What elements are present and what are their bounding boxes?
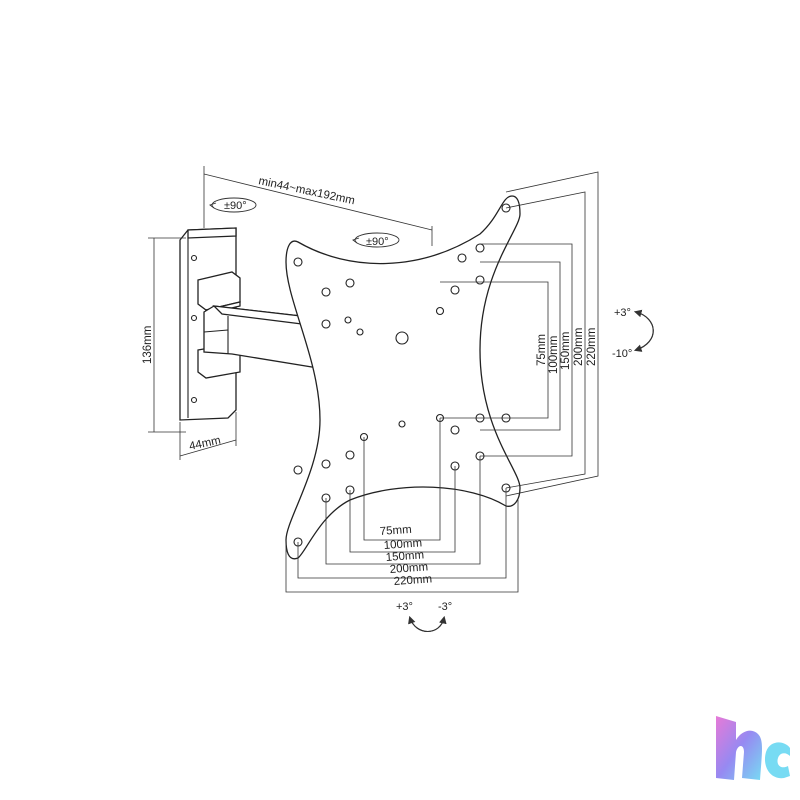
rotate-arrow-icon (209, 197, 257, 213)
vesa-vertical-label: 150mm (560, 332, 572, 370)
height-label: 136mm (142, 326, 154, 364)
depth-dimension (203, 166, 433, 246)
rotate-minus-label: -3° (438, 601, 452, 613)
swivel-plate-label: ±90° (366, 236, 389, 248)
vesa-horizontal-label: 200mm (389, 561, 428, 576)
vesa-horizontal-label: 75mm (379, 524, 412, 538)
vesa-vertical-label: 100mm (548, 336, 560, 374)
vesa-plate (285, 195, 521, 560)
vesa-horizontal-label: 100mm (383, 537, 422, 552)
brand-logo-icon (716, 716, 790, 780)
tilt-arrow-icon (633, 309, 654, 352)
vesa-horizontal-label: 220mm (393, 573, 432, 588)
swivel-wall-label: ±90° (224, 200, 247, 212)
vesa-vertical-label: 200mm (573, 328, 585, 366)
rotate-plus-label: +3° (396, 601, 413, 613)
vesa-horizontal-label: 150mm (385, 549, 424, 564)
width-label: 44mm (188, 435, 222, 453)
width-dimension (179, 412, 237, 460)
vesa-vertical-label: 75mm (536, 334, 548, 366)
vesa-horizontal-dimensions (285, 418, 519, 593)
rotate-arrow-icon (352, 232, 400, 248)
depth-label: min44~max192mm (257, 175, 355, 207)
vesa-vertical-dimensions (440, 171, 599, 497)
tilt-down-label: -10° (612, 348, 632, 360)
tilt-up-label: +3° (614, 307, 631, 319)
tilt-arrow-icon (408, 615, 447, 633)
vesa-vertical-label: 220mm (586, 328, 598, 366)
